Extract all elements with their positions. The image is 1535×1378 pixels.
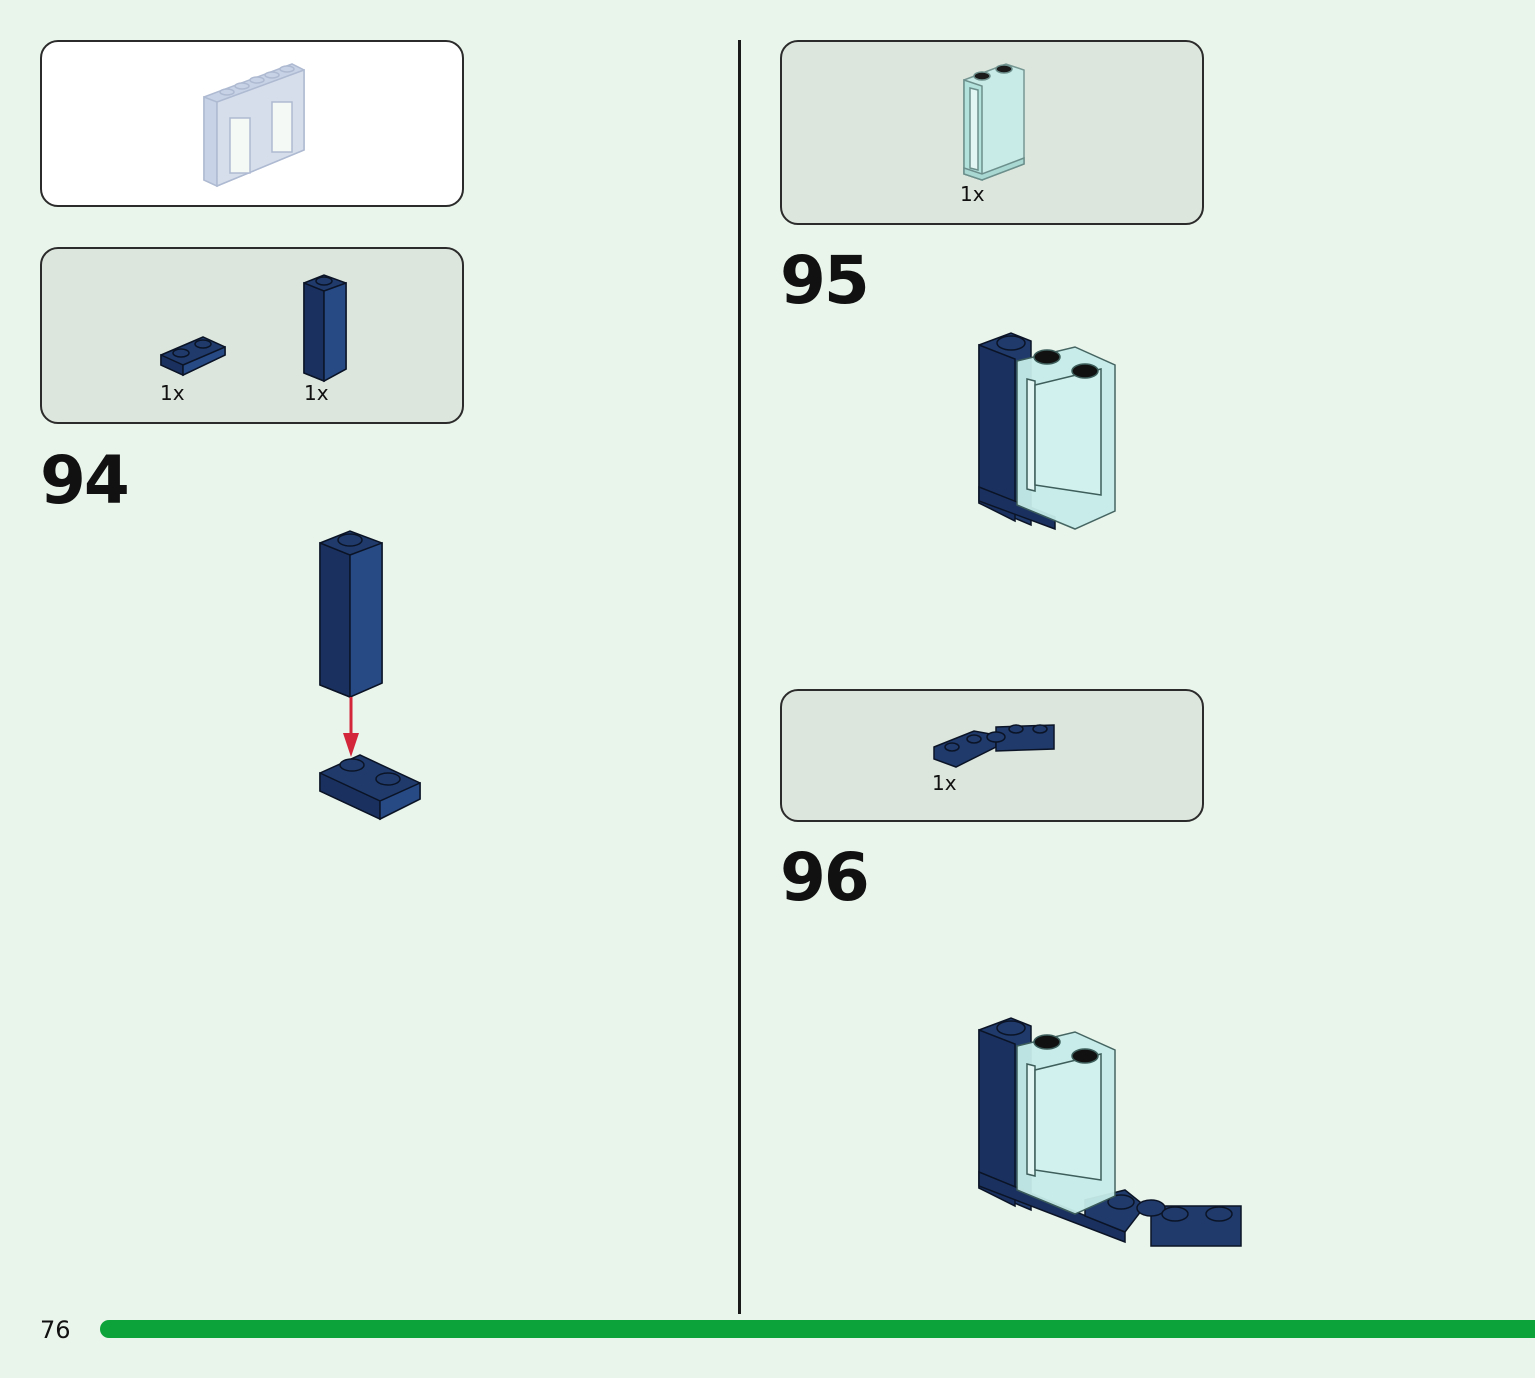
part-quantity: 1x <box>304 381 329 405</box>
column-divider <box>738 40 741 1314</box>
progress-bar-fill <box>100 1320 1535 1338</box>
part-quantity: 1x <box>932 771 957 795</box>
step-number: 94 <box>40 442 130 519</box>
progress-bar <box>100 1320 1535 1338</box>
step-94-parts-box: 1x 1x <box>40 247 464 424</box>
step-95-parts-box: 1x <box>780 40 1204 225</box>
step-96-parts-box: 1x <box>780 689 1204 822</box>
step-96-assembly-illustration <box>978 1017 1242 1247</box>
panel-1x2x3-part-icon <box>963 63 1025 182</box>
brick-1x1x3-part-icon <box>303 274 347 383</box>
part-quantity: 1x <box>160 381 185 405</box>
step-95-assembly-illustration <box>978 332 1116 531</box>
wall-preview-illustration <box>203 63 305 188</box>
step-94-assembly-illustration <box>319 530 421 821</box>
step-number: 96 <box>780 839 870 916</box>
part-quantity: 1x <box>960 182 985 206</box>
plate-1x2-part-icon <box>160 336 226 377</box>
hinge-plate-part-icon <box>933 724 1055 768</box>
step-number: 95 <box>780 242 870 319</box>
preview-box <box>40 40 464 207</box>
page-number: 76 <box>40 1316 71 1344</box>
